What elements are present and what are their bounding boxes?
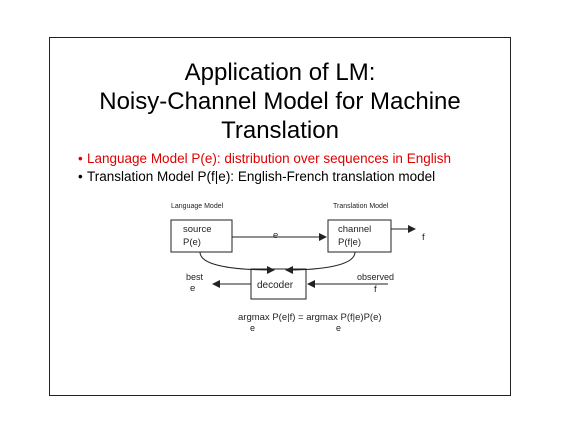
argmax-formula: argmax P(e|f) = argmax P(f|e)P(e) [238,312,382,323]
language-model-label: Language Model [171,203,224,210]
bullet-translation-model: • Translation Model P(f|e): English-Frenc… [78,168,451,186]
observed-label: observed [357,272,394,282]
source-box-prob: P(e) [183,237,201,248]
bullet-text: Language Model P(e): distribution over s… [87,151,451,166]
arrow-channel-to-decoder [285,251,356,274]
e-label: e [273,230,278,241]
source-box-label: source [183,224,212,235]
slide-title-line-3: Translation [221,117,339,144]
bullet-text: Translation Model P(f|e): English-French… [87,169,436,184]
channel-box [327,219,392,253]
f-label: f [422,232,425,243]
bullet-glyph: • [78,151,83,166]
bullet-list: • Language Model P(e): distribution over … [78,150,451,186]
bullet-language-model: • Language Model P(e): distribution over … [78,150,451,168]
slide-title-line-1: Application of LM: [184,59,376,86]
noisy-channel-diagram: Language Model Translation Model source … [170,203,425,333]
bullet-glyph: • [78,169,83,184]
best-e-label: e [190,283,195,294]
channel-box-label: channel [338,224,371,235]
best-label: best [186,272,204,282]
slide-title-line-2: Noisy-Channel Model for Machine [99,88,461,115]
channel-box-prob: P(f|e) [338,237,361,248]
observed-f-label: f [374,284,377,295]
slide: Application of LM: Noisy-Channel Model f… [49,37,511,396]
source-box [170,219,233,253]
decoder-box [250,268,307,300]
decoder-box-label: decoder [257,280,294,291]
argmax-subscript-1: e [250,323,255,333]
translation-model-label: Translation Model [333,203,389,210]
argmax-subscript-2: e [336,323,341,333]
arrow-source-to-decoder [199,251,275,274]
